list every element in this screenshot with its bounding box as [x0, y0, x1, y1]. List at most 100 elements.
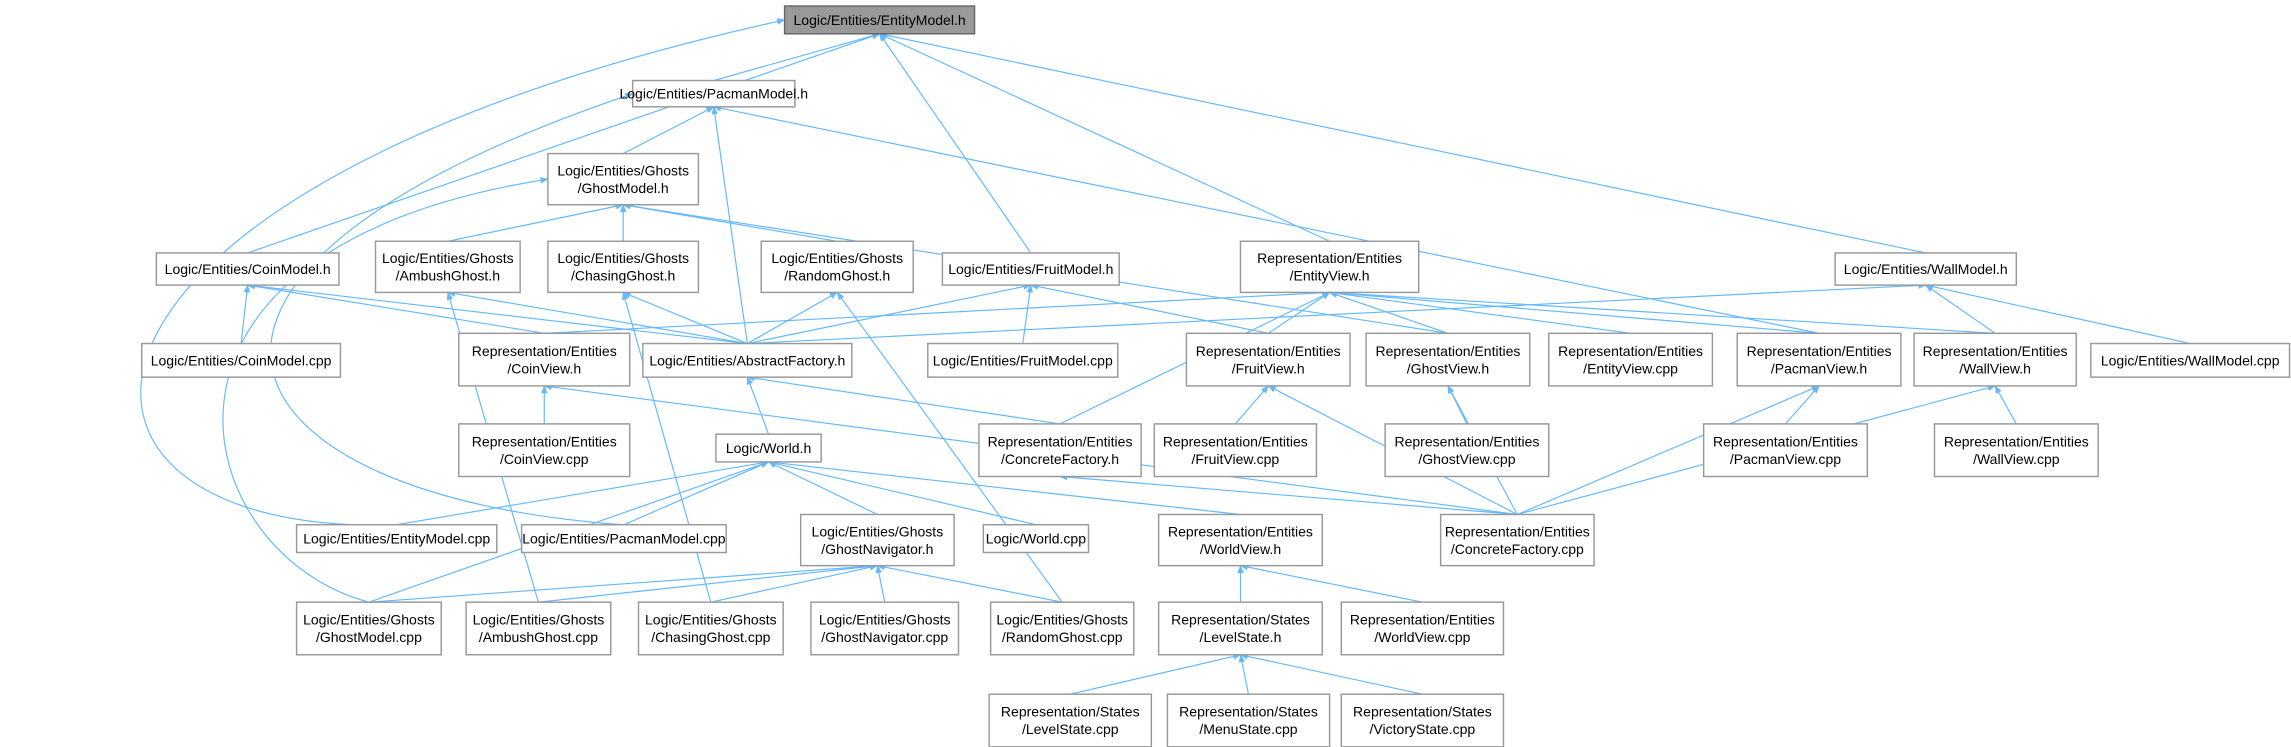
- edge-worldview-cpp-to-worldview-h: [1239, 563, 1423, 603]
- node-menustate-cpp[interactable]: Representation/States/MenuState.cpp: [1166, 693, 1331, 747]
- node-pacmanmodel-cpp[interactable]: Logic/Entities/PacmanModel.cpp: [520, 523, 727, 554]
- nodes-layer: Logic/Entities/EntityModel.hLogic/Entiti…: [140, 5, 2291, 747]
- node-chasingghost-cpp[interactable]: Logic/Entities/Ghosts/ChasingGhost.cpp: [637, 601, 784, 656]
- node-label: Representation/Entities: [1923, 343, 2068, 359]
- node-label: Logic/Entities/FruitModel.h: [948, 261, 1113, 277]
- node-label: /GhostModel.h: [578, 180, 669, 196]
- edge-chasingghost-cpp-to-ghostnavigator-h: [710, 564, 879, 603]
- node-coinmodel-cpp[interactable]: Logic/Entities/CoinModel.cpp: [140, 342, 342, 378]
- node-fruitmodel-h[interactable]: Logic/Entities/FruitModel.h: [941, 252, 1120, 286]
- node-label: Representation/States: [1171, 612, 1310, 628]
- node-wallmodel-h[interactable]: Logic/Entities/WallModel.h: [1834, 252, 2018, 286]
- node-label: Representation/Entities: [1257, 250, 1402, 266]
- node-fruitmodel-cpp[interactable]: Logic/Entities/FruitModel.cpp: [927, 342, 1119, 378]
- node-entityview-h[interactable]: Representation/Entities/EntityView.h: [1239, 240, 1420, 294]
- edge-fruitview-h-to-fruitmodel-h: [1030, 283, 1269, 334]
- node-wallview-cpp[interactable]: Representation/Entities/WallView.cpp: [1933, 423, 2099, 478]
- node-label: /WallView.cpp: [1973, 451, 2060, 467]
- node-coinview-cpp[interactable]: Representation/Entities/CoinView.cpp: [458, 423, 631, 478]
- node-entitymodel-cpp[interactable]: Logic/Entities/EntityModel.cpp: [295, 523, 498, 554]
- edge-pacmanmodel-h-to-entitymodel-h: [713, 32, 881, 82]
- node-ghostmodel-h[interactable]: Logic/Entities/Ghosts/GhostModel.h: [547, 152, 700, 206]
- node-ghostview-h[interactable]: Representation/Entities/GhostView.h: [1365, 332, 1531, 387]
- node-box: [520, 523, 727, 554]
- node-box: [1365, 332, 1531, 387]
- node-box: [1384, 423, 1550, 478]
- node-box: [458, 423, 631, 478]
- edge-ghostnavigator-cpp-to-ghostnavigator-h: [875, 564, 886, 603]
- node-label: Logic/Entities/CoinModel.cpp: [151, 352, 332, 368]
- node-chasingghost-h[interactable]: Logic/Entities/Ghosts/ChasingGhost.h: [547, 240, 700, 294]
- node-label: /ChasingGhost.cpp: [651, 629, 770, 645]
- edge-coinview-h-to-coinmodel-h: [246, 283, 545, 334]
- node-levelstate-h[interactable]: Representation/States/LevelState.h: [1157, 601, 1324, 656]
- node-box: [295, 601, 442, 656]
- node-label: /GhostNavigator.cpp: [821, 629, 948, 645]
- node-label: Representation/Entities: [1375, 343, 1520, 359]
- node-box: [465, 601, 612, 656]
- node-box: [941, 252, 1120, 286]
- node-ambushghost-cpp[interactable]: Logic/Entities/Ghosts/AmbushGhost.cpp: [465, 601, 612, 656]
- node-ghostnavigator-cpp[interactable]: Logic/Entities/Ghosts/GhostNavigator.cpp: [810, 601, 960, 656]
- node-ambushghost-h[interactable]: Logic/Entities/Ghosts/AmbushGhost.h: [374, 240, 521, 294]
- node-label: /GhostView.h: [1407, 360, 1489, 376]
- node-coinview-h[interactable]: Representation/Entities/CoinView.h: [458, 332, 631, 387]
- node-concretefactory-h[interactable]: Representation/Entities/ConcreteFactory.…: [978, 423, 1142, 478]
- node-abstractfactory-h[interactable]: Logic/Entities/AbstractFactory.h: [642, 342, 853, 378]
- edge-wallmodel-h-to-entitymodel-h: [878, 32, 1926, 254]
- node-box: [547, 240, 700, 294]
- node-pacmanmodel-h[interactable]: Logic/Entities/PacmanModel.h: [619, 79, 808, 108]
- node-box: [1185, 332, 1351, 387]
- node-randomghost-cpp[interactable]: Logic/Entities/Ghosts/RandomGhost.cpp: [989, 601, 1135, 656]
- node-victorystate-cpp[interactable]: Representation/States/VictoryState.cpp: [1340, 693, 1505, 747]
- node-wallview-h[interactable]: Representation/Entities/WallView.h: [1913, 332, 2077, 387]
- node-box: [982, 523, 1090, 554]
- node-wallmodel-cpp[interactable]: Logic/Entities/WallModel.cpp: [2090, 342, 2291, 378]
- node-box: [458, 332, 631, 387]
- edge-entityview-cpp-to-entityview-h: [1328, 290, 1631, 334]
- node-fruitview-h[interactable]: Representation/Entities/FruitView.h: [1185, 332, 1351, 387]
- edge-ghostmodel-cpp-to-ghostmodel-h: [222, 177, 549, 603]
- node-worldview-cpp[interactable]: Representation/Entities/WorldView.cpp: [1340, 601, 1505, 656]
- edge-abstractfactory-h-to-ambushghost-h: [447, 290, 748, 345]
- edge-pacmanview-h-to-entityview-h: [1328, 289, 1820, 334]
- node-coinmodel-h[interactable]: Logic/Entities/CoinModel.h: [155, 252, 340, 286]
- node-levelstate-cpp[interactable]: Representation/States/LevelState.cpp: [988, 693, 1153, 747]
- node-entityview-cpp[interactable]: Representation/Entities/EntityView.cpp: [1548, 332, 1714, 387]
- node-label: Logic/Entities/WallModel.cpp: [2101, 352, 2280, 368]
- node-label: Logic/Entities/Ghosts: [771, 250, 903, 266]
- node-box: [140, 342, 342, 378]
- node-box: [155, 252, 340, 286]
- node-box: [374, 240, 521, 294]
- node-label: Logic/Entities/Ghosts: [557, 250, 689, 266]
- node-box: [978, 423, 1142, 478]
- node-box: [989, 601, 1135, 656]
- node-label: /FruitView.cpp: [1191, 451, 1279, 467]
- node-world-cpp[interactable]: Logic/World.cpp: [982, 523, 1090, 554]
- node-ghostmodel-cpp[interactable]: Logic/Entities/Ghosts/GhostModel.cpp: [295, 601, 442, 656]
- node-label: Logic/Entities/CoinModel.h: [165, 261, 331, 277]
- node-label: Representation/Entities: [1445, 523, 1590, 539]
- edge-abstractfactory-h-to-coinmodel-h: [246, 282, 748, 345]
- node-label: Representation/Entities: [988, 433, 1133, 449]
- edge-concretefactory-cpp-to-pacmanview-h: [1517, 385, 1820, 516]
- node-pacmanview-h[interactable]: Representation/Entities/PacmanView.h: [1736, 332, 1902, 387]
- edge-pacmanview-cpp-to-pacmanview-h: [1785, 385, 1820, 425]
- node-randomghost-h[interactable]: Logic/Entities/Ghosts/RandomGhost.h: [760, 240, 914, 294]
- node-worldview-h[interactable]: Representation/Entities/WorldView.h: [1157, 513, 1324, 567]
- node-pacmanview-cpp[interactable]: Representation/Entities/PacmanView.cpp: [1702, 423, 1869, 478]
- node-ghostnavigator-h[interactable]: Logic/Entities/Ghosts/GhostNavigator.h: [799, 513, 955, 567]
- node-label: Representation/Entities: [1394, 433, 1539, 449]
- edge-menustate-cpp-to-levelstate-h: [1238, 653, 1250, 695]
- node-label: /MenuState.cpp: [1199, 721, 1297, 737]
- node-label: /WallView.h: [1959, 360, 2031, 376]
- node-label: /EntityView.cpp: [1583, 360, 1678, 376]
- node-world-h[interactable]: Logic/World.h: [715, 433, 822, 463]
- node-label: Representation/Entities: [1168, 523, 1313, 539]
- node-concretefactory-cpp[interactable]: Representation/Entities/ConcreteFactory.…: [1439, 513, 1595, 567]
- node-label: /FruitView.h: [1232, 360, 1305, 376]
- node-ghostview-cpp[interactable]: Representation/Entities/GhostView.cpp: [1384, 423, 1550, 478]
- edge-concretefactory-cpp-to-concretefactory-h: [1059, 473, 1518, 516]
- node-fruitview-cpp[interactable]: Representation/Entities/FruitView.cpp: [1153, 423, 1318, 478]
- edge-abstractfactory-h-to-pacmanmodel-h: [711, 106, 748, 344]
